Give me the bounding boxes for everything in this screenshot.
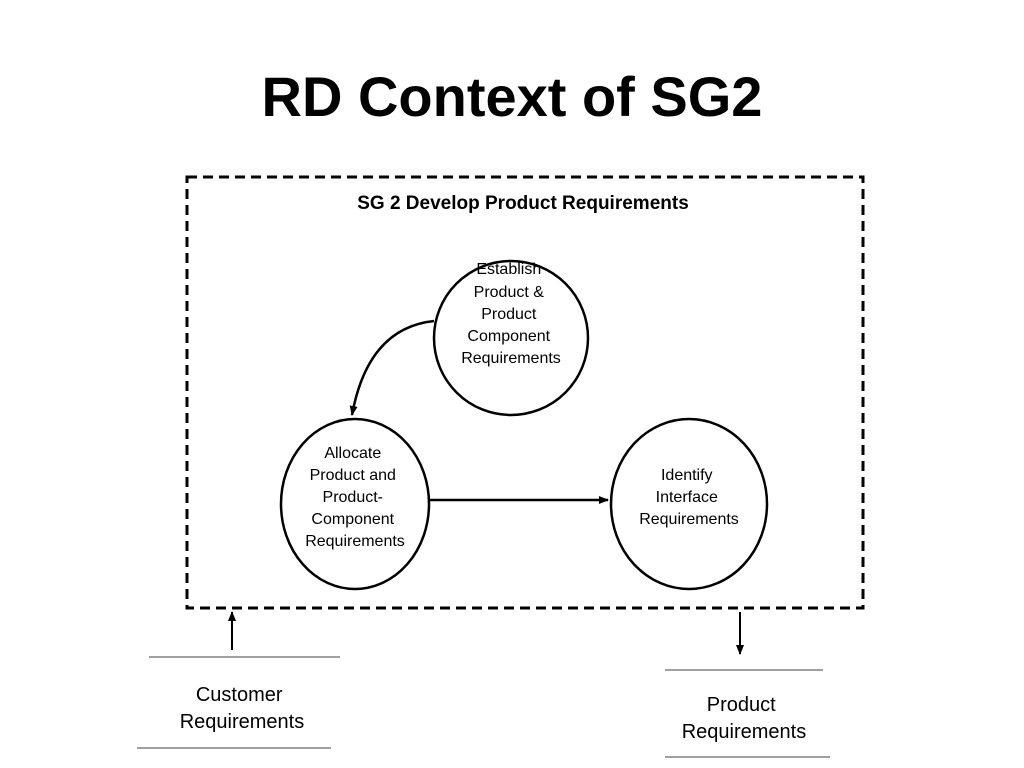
input-doc-line: Customer: [196, 684, 283, 706]
node-identify-shape: [609, 417, 769, 591]
node-allocate-line: Allocate: [324, 445, 381, 462]
node-allocate-line: Product-: [323, 489, 383, 506]
node-identify-line: Identify: [661, 467, 713, 484]
node-identify-label: Identify Interface Requirements: [639, 467, 739, 528]
node-allocate-requirements: Allocate Product and Product- Component …: [279, 417, 431, 591]
node-establish-shape: [432, 259, 590, 417]
node-allocate-line: Component: [311, 511, 394, 528]
input-doc-line: Requirements: [180, 711, 305, 733]
node-allocate-label: Allocate Product and Product- Component …: [305, 445, 405, 550]
node-establish-line: Establish: [476, 261, 541, 278]
input-doc-label: Customer Requirements: [180, 684, 305, 733]
node-establish-label: Establish Product & Product Component Re…: [461, 261, 561, 367]
node-allocate-shape: [279, 417, 431, 591]
slide-title: RD Context of SG2: [261, 65, 763, 128]
node-identify-line: Interface: [656, 489, 718, 506]
node-identify-line: Requirements: [639, 511, 739, 528]
goal-frame: [185, 175, 865, 610]
node-establish-line: Component: [467, 328, 550, 345]
output-doc-label: Product Requirements: [682, 694, 807, 743]
goal-frame-label: SG 2 Develop Product Requirements: [357, 193, 689, 214]
node-allocate-line: Product and: [310, 467, 396, 484]
node-establish-line: Requirements: [461, 350, 561, 367]
node-establish-line: Product: [481, 306, 537, 323]
node-allocate-line: Requirements: [305, 533, 405, 550]
node-establish-line: Product &: [474, 284, 545, 301]
output-doc-line: Product: [707, 694, 776, 716]
node-establish-requirements: Establish Product & Product Component Re…: [432, 259, 590, 417]
output-doc-line: Requirements: [682, 721, 807, 743]
node-identify-interface: Identify Interface Requirements: [609, 417, 769, 591]
edge-establish-to-allocate: [349, 319, 435, 416]
